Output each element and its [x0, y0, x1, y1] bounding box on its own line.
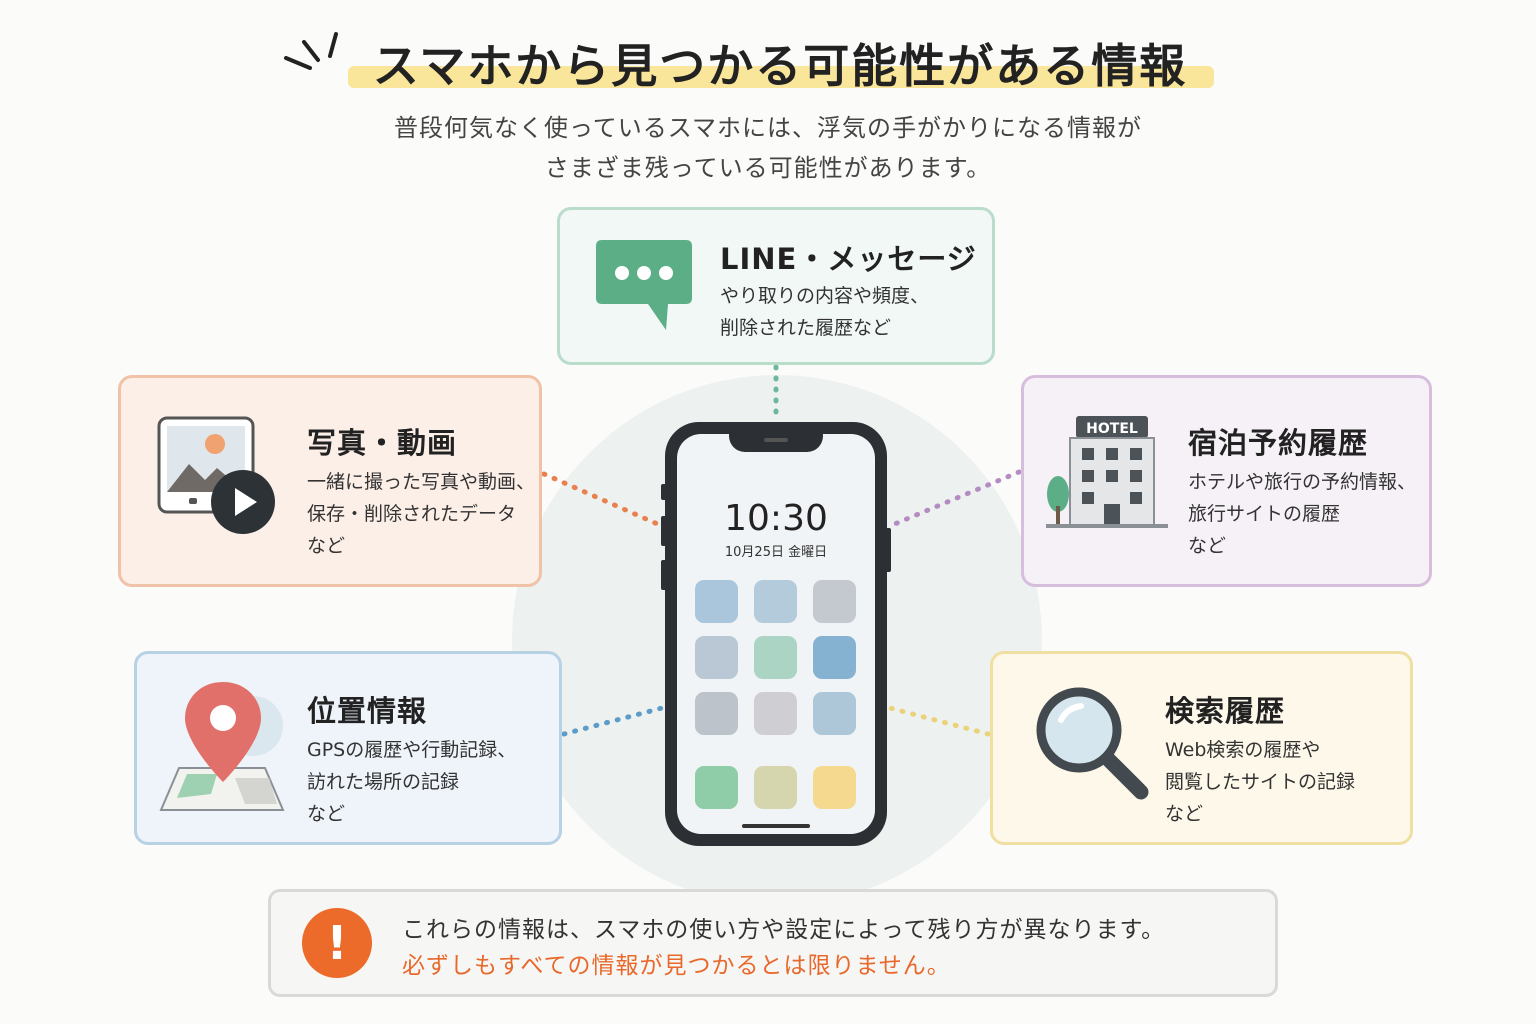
card-hotel-booking: HOTEL 宿泊予約履歴 ホテルや旅行の予約情報、 旅行サイトの履歴 など [1021, 375, 1432, 587]
chat-bubble-icon [596, 240, 692, 330]
app-icon [695, 636, 738, 679]
card-search-history: 検索履歴 Web検索の履歴や 閲覧したサイトの記録 など [990, 651, 1413, 845]
desc-line: など [1165, 803, 1204, 825]
dock-app-icon [813, 766, 856, 809]
app-icon [813, 636, 856, 679]
desc-line: など [1188, 535, 1227, 557]
connector-photo [541, 471, 665, 529]
card-description: やり取りの内容や頻度、 削除された履歴など [720, 280, 929, 344]
app-icon [754, 692, 797, 735]
desc-line: 保存・削除されたデータ [307, 503, 517, 525]
dock-app-icon [754, 766, 797, 809]
app-icon [813, 580, 856, 623]
emphasis-lines-icon [284, 32, 338, 70]
card-line-messages: LINE・メッセージ やり取りの内容や頻度、 削除された履歴など [557, 207, 995, 365]
card-location: 位置情報 GPSの履歴や行動記録、 訪れた場所の記録 など [134, 651, 562, 845]
hotel-sign-text: HOTEL [1086, 421, 1138, 437]
subtitle-line-2: さまざま残っている可能性があります。 [544, 154, 992, 182]
app-icon [695, 580, 738, 623]
app-icon [754, 580, 797, 623]
desc-line: 訪れた場所の記録 [307, 771, 460, 793]
lockscreen-time: 10:30 [724, 498, 828, 539]
desc-line: やり取りの内容や頻度、 [720, 285, 930, 307]
card-photos-videos: 写真・動画 一緒に撮った写真や動画、 保存・削除されたデータ など [118, 375, 542, 587]
app-icon [695, 692, 738, 735]
card-title: 位置情報 [307, 694, 428, 728]
magnifier-icon [1036, 687, 1149, 800]
desc-line: ホテルや旅行の予約情報、 [1188, 471, 1417, 493]
title-highlight [348, 66, 1214, 88]
home-indicator [742, 824, 810, 828]
card-description: Web検索の履歴や 閲覧したサイトの記録 など [1165, 734, 1355, 830]
phone-volume-up [661, 516, 667, 546]
desc-line: 削除された履歴など [720, 317, 892, 339]
desc-line: GPSの履歴や行動記録、 [307, 739, 517, 761]
app-icon [754, 636, 797, 679]
card-description: GPSの履歴や行動記録、 訪れた場所の記録 など [307, 734, 516, 830]
notice-box [268, 889, 1278, 997]
app-icon [813, 692, 856, 735]
map-pin-icon [159, 682, 285, 811]
desc-line: など [307, 803, 346, 825]
exclamation-icon: ! [302, 908, 372, 978]
desc-line: Web検索の履歴や [1165, 739, 1321, 761]
card-title: LINE・メッセージ [720, 242, 977, 276]
notice-warning-text: 必ずしもすべての情報が見つかるとは限りません。 [402, 953, 951, 979]
card-description: ホテルや旅行の予約情報、 旅行サイトの履歴 など [1188, 466, 1416, 562]
page-subtitle: 普段何気なく使っているスマホには、浮気の手がかりになる情報が さまざま残っている… [320, 108, 1216, 188]
desc-line: 旅行サイトの履歴 [1188, 503, 1341, 525]
page-title: スマホから見つかる可能性がある情報 [372, 39, 1188, 93]
notice-text: これらの情報は、スマホの使い方や設定によって残り方が異なります。 [402, 917, 1166, 943]
connector-hotel [887, 469, 1022, 529]
dock-app-icon [695, 766, 738, 809]
photo-video-icon [157, 416, 275, 534]
card-description: 一緒に撮った写真や動画、 保存・削除されたデータ など [307, 466, 535, 562]
hotel-building-icon: HOTEL [1046, 416, 1168, 528]
connector-location [561, 705, 665, 737]
phone-mute-switch [661, 484, 667, 500]
desc-line: 一緒に撮った写真や動画、 [307, 471, 536, 493]
phone-speaker [764, 438, 788, 442]
desc-line: 閲覧したサイトの記録 [1165, 771, 1356, 793]
connector-search [887, 705, 991, 737]
subtitle-line-1: 普段何気なく使っているスマホには、浮気の手がかりになる情報が [393, 114, 1143, 142]
lockscreen-date: 10月25日 金曜日 [724, 545, 828, 560]
card-title: 宿泊予約履歴 [1188, 426, 1369, 460]
card-title: 検索履歴 [1165, 694, 1286, 728]
phone-volume-down [661, 560, 667, 590]
desc-line: など [307, 535, 346, 557]
card-title: 写真・動画 [307, 426, 458, 460]
phone-power-button [885, 528, 891, 572]
